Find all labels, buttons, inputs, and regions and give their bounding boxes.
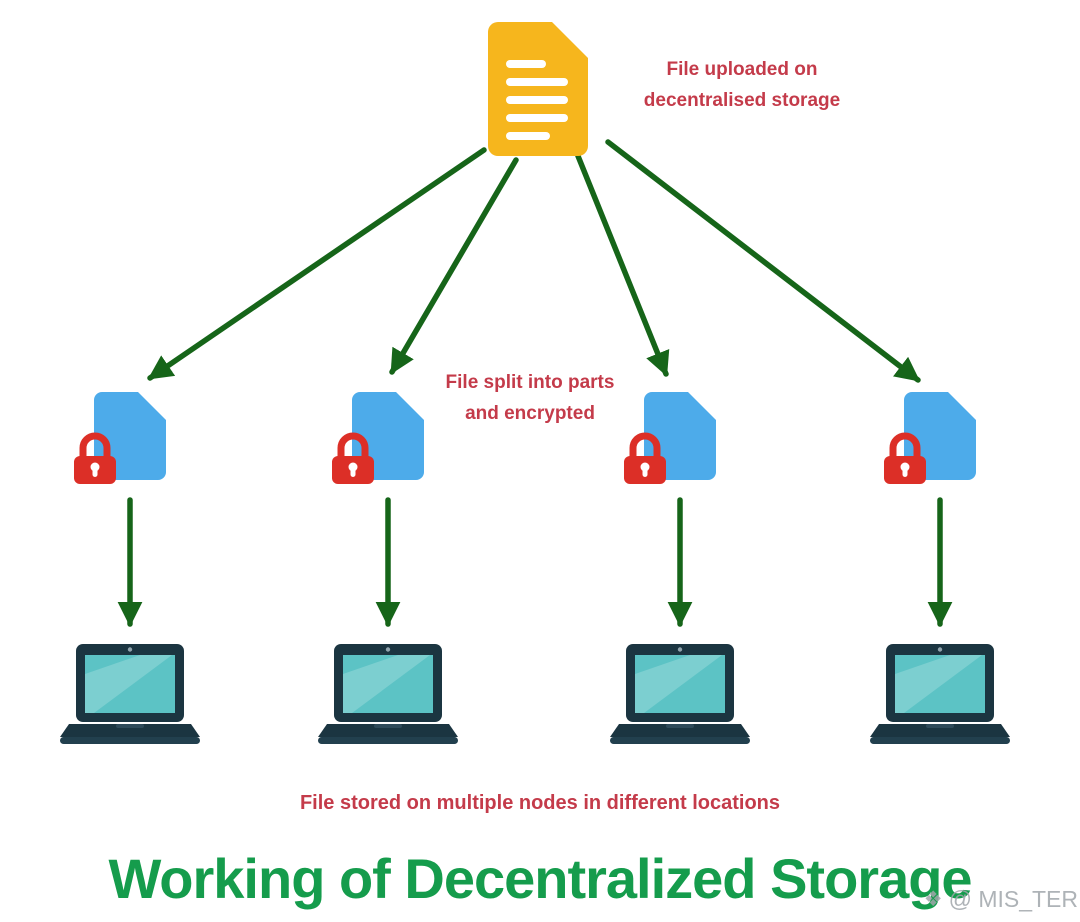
arrow-source-to-node2 — [389, 157, 519, 375]
encrypted-file-2 — [330, 392, 424, 498]
lock-icon — [884, 432, 926, 484]
stored-label: File stored on multiple nodes in differe… — [299, 792, 781, 814]
encrypted-file-4 — [882, 392, 976, 498]
arrow-source-to-node1 — [147, 147, 487, 381]
encrypted-file-3 — [622, 392, 716, 498]
page-title: Working of Decentralized Storage — [108, 847, 972, 910]
split-label-line2: and encrypted — [465, 403, 595, 424]
laptop-icon — [870, 644, 1010, 744]
upload-label-line1: File uploaded on — [666, 59, 818, 80]
gem-icon: ❖ — [923, 888, 943, 911]
laptop-icon — [318, 644, 458, 744]
upload-label: File uploaded on decentralised storage — [612, 54, 872, 116]
laptop-icon — [60, 644, 200, 744]
encrypted-file-1 — [72, 392, 166, 498]
split-label: File split into parts and encrypted — [406, 367, 654, 429]
split-label-line1: File split into parts — [445, 372, 615, 393]
uploaded-file-icon — [488, 22, 588, 156]
watermark: ❖ @ MIS_TER — [924, 886, 1078, 913]
laptop-icon — [610, 644, 750, 744]
watermark-text: @ MIS_TER — [948, 886, 1078, 912]
lock-icon — [74, 432, 116, 484]
lock-icon — [332, 432, 374, 484]
upload-label-line2: decentralised storage — [643, 90, 841, 111]
lock-icon — [624, 432, 666, 484]
arrow-source-to-node3 — [575, 153, 670, 377]
arrow-source-to-node4 — [605, 139, 921, 383]
